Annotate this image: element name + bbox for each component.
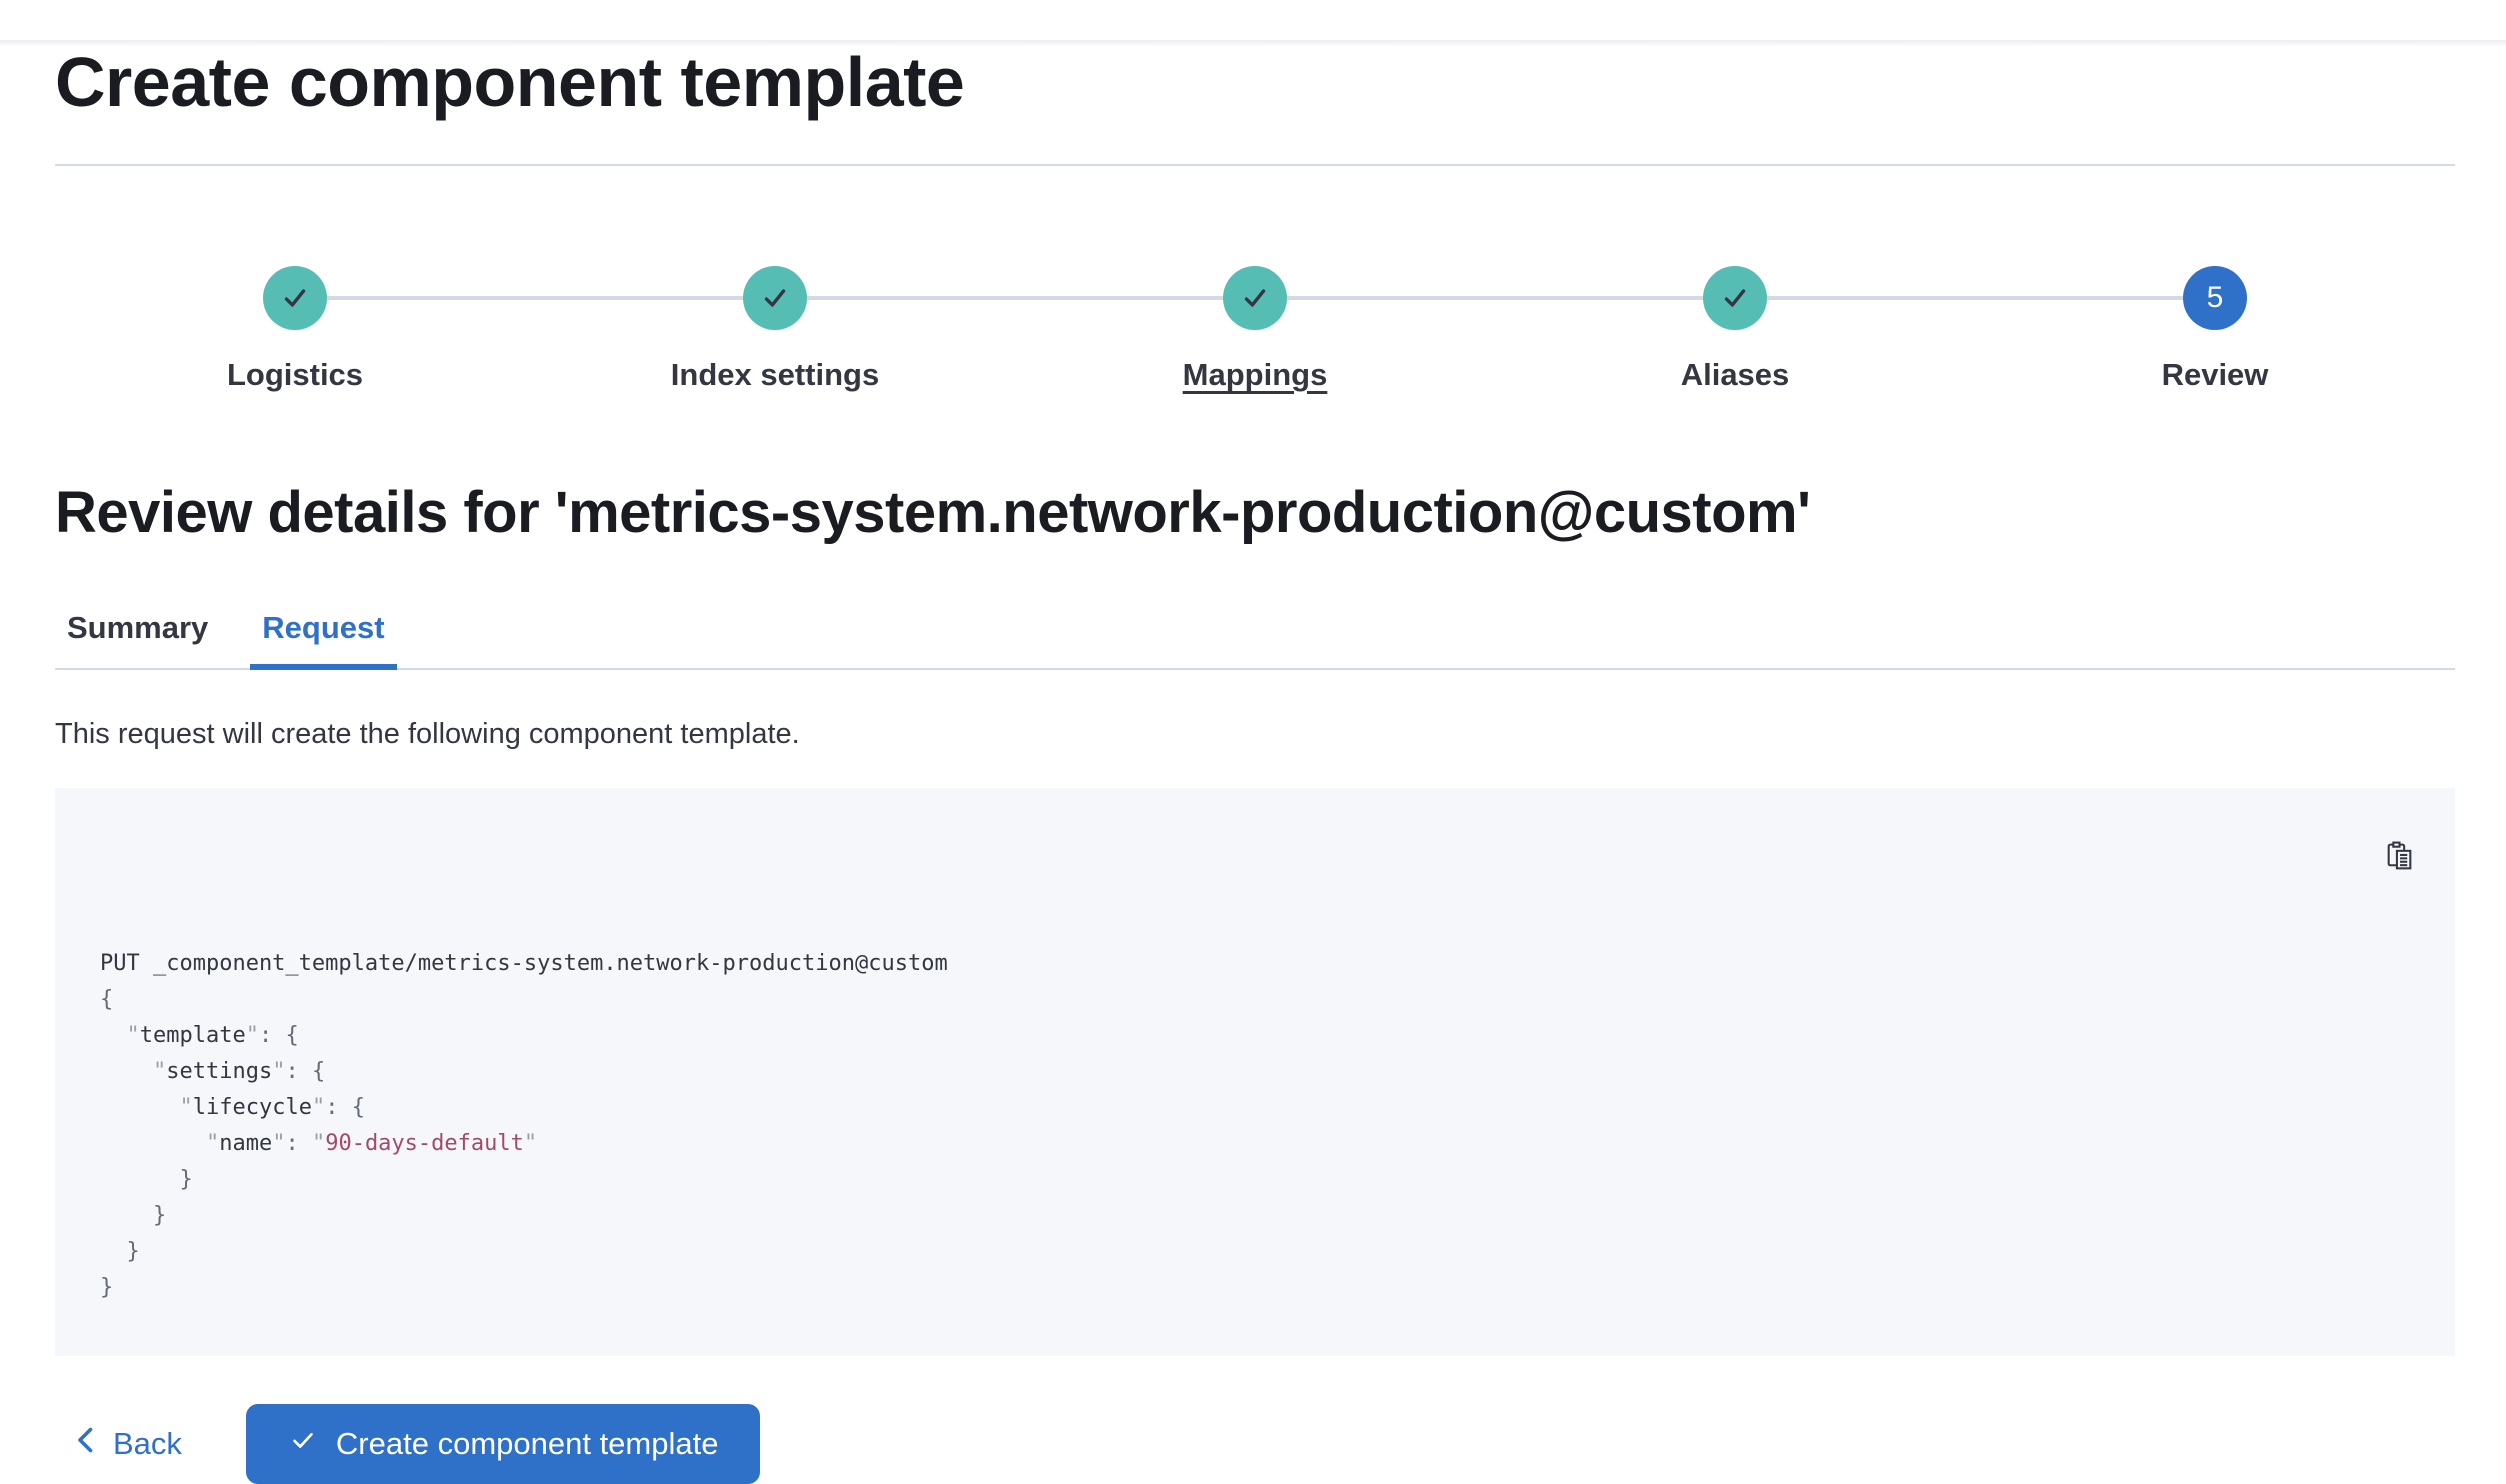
create-component-template-button[interactable]: Create component template: [245, 1404, 761, 1484]
stepper-step-index-settings[interactable]: Index settings: [535, 266, 1015, 394]
code-token: : {: [285, 1059, 326, 1085]
submit-button-label: Create component template: [335, 1426, 719, 1462]
code-line: }: [100, 1162, 2365, 1198]
code-token: [100, 1095, 179, 1120]
request-code: PUT _component_template/metrics-system.n…: [100, 838, 2365, 1306]
step-status-circle: [1223, 266, 1287, 330]
request-code-panel: PUT _component_template/metrics-system.n…: [55, 788, 2455, 1357]
code-token: ": [272, 1059, 286, 1085]
chevron-left-icon: [73, 1425, 99, 1463]
code-line: }: [100, 1270, 2365, 1306]
code-token: ": [272, 1131, 286, 1157]
code-token: PUT _component_template/metrics-system.n…: [100, 951, 948, 977]
step-status-circle: [1703, 266, 1767, 330]
code-token: ": [126, 1023, 140, 1049]
step-label: Mappings: [1182, 357, 1328, 392]
code-line: }: [100, 1234, 2365, 1270]
code-token: [100, 1059, 153, 1084]
code-line: "name": "90-days-default": [100, 1126, 2365, 1162]
code-token: {: [100, 987, 114, 1013]
code-token: }: [100, 1239, 140, 1265]
back-button-label: Back: [113, 1426, 182, 1462]
step-label: Index settings: [670, 357, 880, 392]
code-line: {: [100, 982, 2365, 1018]
check-icon: [284, 289, 306, 307]
code-token: ": [205, 1131, 220, 1157]
copy-clipboard-icon: [2383, 840, 2416, 876]
copy-to-clipboard-button[interactable]: [2379, 838, 2419, 878]
code-token: ": [152, 1059, 167, 1085]
code-token: }: [100, 1203, 167, 1229]
code-line: "template": {: [100, 1018, 2365, 1054]
code-token: ": [245, 1023, 259, 1049]
step-progress-bar: Logistics Index settings Mappings Aliase…: [55, 266, 2455, 394]
review-tabs: Summary Request: [55, 609, 2455, 670]
check-icon: [764, 289, 786, 307]
code-line: PUT _component_template/metrics-system.n…: [100, 946, 2365, 982]
step-status-circle: 5: [2183, 266, 2247, 330]
code-line: }: [100, 1198, 2365, 1234]
header-divider: [55, 164, 2455, 166]
code-token: ": [523, 1131, 538, 1157]
request-description: This request will create the following c…: [55, 717, 800, 750]
check-icon: [288, 1425, 318, 1463]
code-token: }: [100, 1275, 114, 1301]
review-details-heading: Review details for 'metrics-system.netwo…: [55, 480, 1811, 545]
code-token: : {: [325, 1095, 365, 1121]
stepper-step-logistics[interactable]: Logistics: [55, 266, 535, 394]
stepper-step-review[interactable]: 5 Review: [1975, 266, 2455, 394]
step-label: Aliases: [1680, 357, 1790, 392]
page-title: Create component template: [55, 43, 965, 121]
code-token: 90-days-default: [325, 1131, 524, 1157]
code-token: : {: [258, 1023, 299, 1049]
step-status-circle: [263, 266, 327, 330]
stepper-step-aliases[interactable]: Aliases: [1495, 266, 1975, 394]
code-token: ": [311, 1131, 326, 1157]
create-component-template-page: Create component template Logistics Inde…: [0, 40, 2506, 1484]
back-button[interactable]: Back: [55, 1425, 182, 1463]
step-status-circle: [743, 266, 807, 330]
code-token: [100, 1023, 127, 1048]
stepper-step-mappings[interactable]: Mappings: [1015, 266, 1495, 394]
code-token: template: [139, 1023, 246, 1049]
code-line: "lifecycle": {: [100, 1090, 2365, 1126]
code-token: lifecycle: [192, 1095, 312, 1121]
wizard-footer: Back Create component template: [55, 1404, 2455, 1484]
check-icon: [1724, 289, 1746, 307]
code-line: "settings": {: [100, 1054, 2365, 1090]
code-token: ": [179, 1095, 193, 1121]
check-icon: [1244, 289, 1266, 307]
tab-request[interactable]: Request: [250, 609, 397, 670]
code-token: [100, 1131, 206, 1156]
step-label: Logistics: [226, 357, 364, 392]
code-token: ": [311, 1095, 326, 1121]
code-token: :: [285, 1131, 312, 1157]
step-label: Review: [2161, 357, 2269, 392]
code-token: }: [100, 1167, 193, 1193]
tab-summary[interactable]: Summary: [55, 609, 220, 670]
code-token: name: [219, 1131, 273, 1157]
code-token: settings: [166, 1059, 273, 1085]
step-number: 5: [2206, 281, 2224, 314]
